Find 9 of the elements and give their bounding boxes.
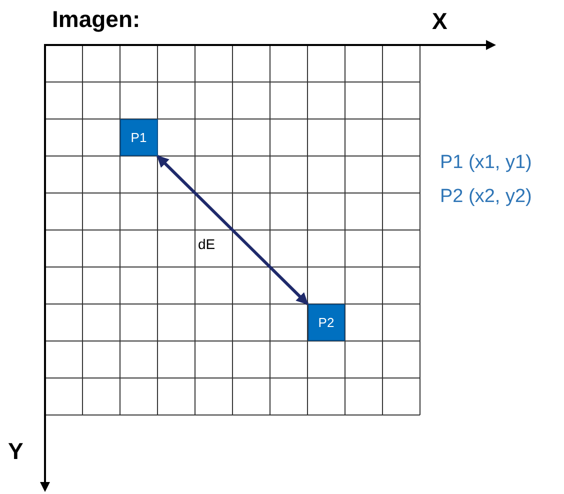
- coordinate-note: P2 (x2, y2): [440, 186, 532, 208]
- point-box: P2: [308, 304, 345, 341]
- point-box: P1: [120, 119, 158, 156]
- coordinate-note: P1 (x1, y1): [440, 152, 532, 174]
- axis-label: Y: [8, 438, 24, 465]
- title-text: Imagen:: [52, 6, 140, 33]
- axis-label: X: [432, 8, 448, 35]
- edge-label: dE: [198, 236, 216, 252]
- double-arrow: [156, 154, 309, 306]
